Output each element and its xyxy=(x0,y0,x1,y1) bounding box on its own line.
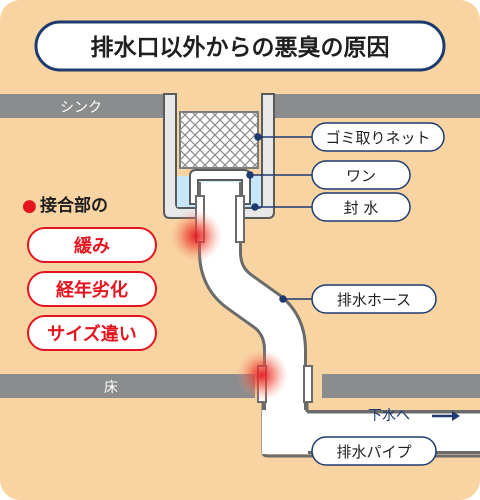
water-seal-label-box xyxy=(311,192,411,222)
floor-label: 床 xyxy=(104,380,118,396)
drain-pipe-label: 排水パイプ xyxy=(336,443,411,461)
drain-hose xyxy=(201,182,304,432)
garbage-net-label-box xyxy=(311,122,445,152)
red-dot-icon: ● xyxy=(22,196,37,216)
cause-box-loose xyxy=(27,227,157,263)
title-box xyxy=(34,20,446,72)
leader-lines xyxy=(246,133,312,303)
sink-band-right xyxy=(275,94,480,118)
garbage-net-label: ゴミ取りネット xyxy=(325,129,430,147)
cause-box-size xyxy=(27,315,157,351)
cause-box-aging xyxy=(27,271,157,307)
bowl-label: ワン xyxy=(346,167,376,185)
to-sewer-label: 下水へ xyxy=(368,408,410,424)
drain-pipe-label-box xyxy=(311,436,437,466)
arrow-right-icon xyxy=(452,411,460,421)
joint-causes-heading: 接合部の xyxy=(40,195,108,216)
water-seal-label: 封 水 xyxy=(344,199,379,217)
cause-loose: 緩み xyxy=(74,235,110,257)
bowl-trap xyxy=(189,169,251,205)
sink-label: シンク xyxy=(60,100,102,116)
bowl-label-box xyxy=(311,160,411,190)
drain-basket xyxy=(163,93,275,219)
leak-glow-lower xyxy=(236,349,288,401)
floor-band-left xyxy=(0,374,255,398)
drain-hose-label-box xyxy=(311,284,437,314)
page-title: 排水口以外からの悪臭の原因 xyxy=(91,34,390,61)
hose-joint-right xyxy=(235,195,245,243)
garbage-net-mesh xyxy=(180,112,258,168)
cause-size-mismatch: サイズ違い xyxy=(47,323,136,345)
leak-glow-upper xyxy=(170,210,222,262)
pipe-collar-right xyxy=(303,365,313,403)
cause-aging: 経年劣化 xyxy=(56,279,128,301)
drain-hose-label: 排水ホース xyxy=(337,291,411,309)
floor-band-right xyxy=(322,374,480,398)
sink-band-left xyxy=(0,94,164,118)
pipe-bend-fill xyxy=(262,410,308,454)
